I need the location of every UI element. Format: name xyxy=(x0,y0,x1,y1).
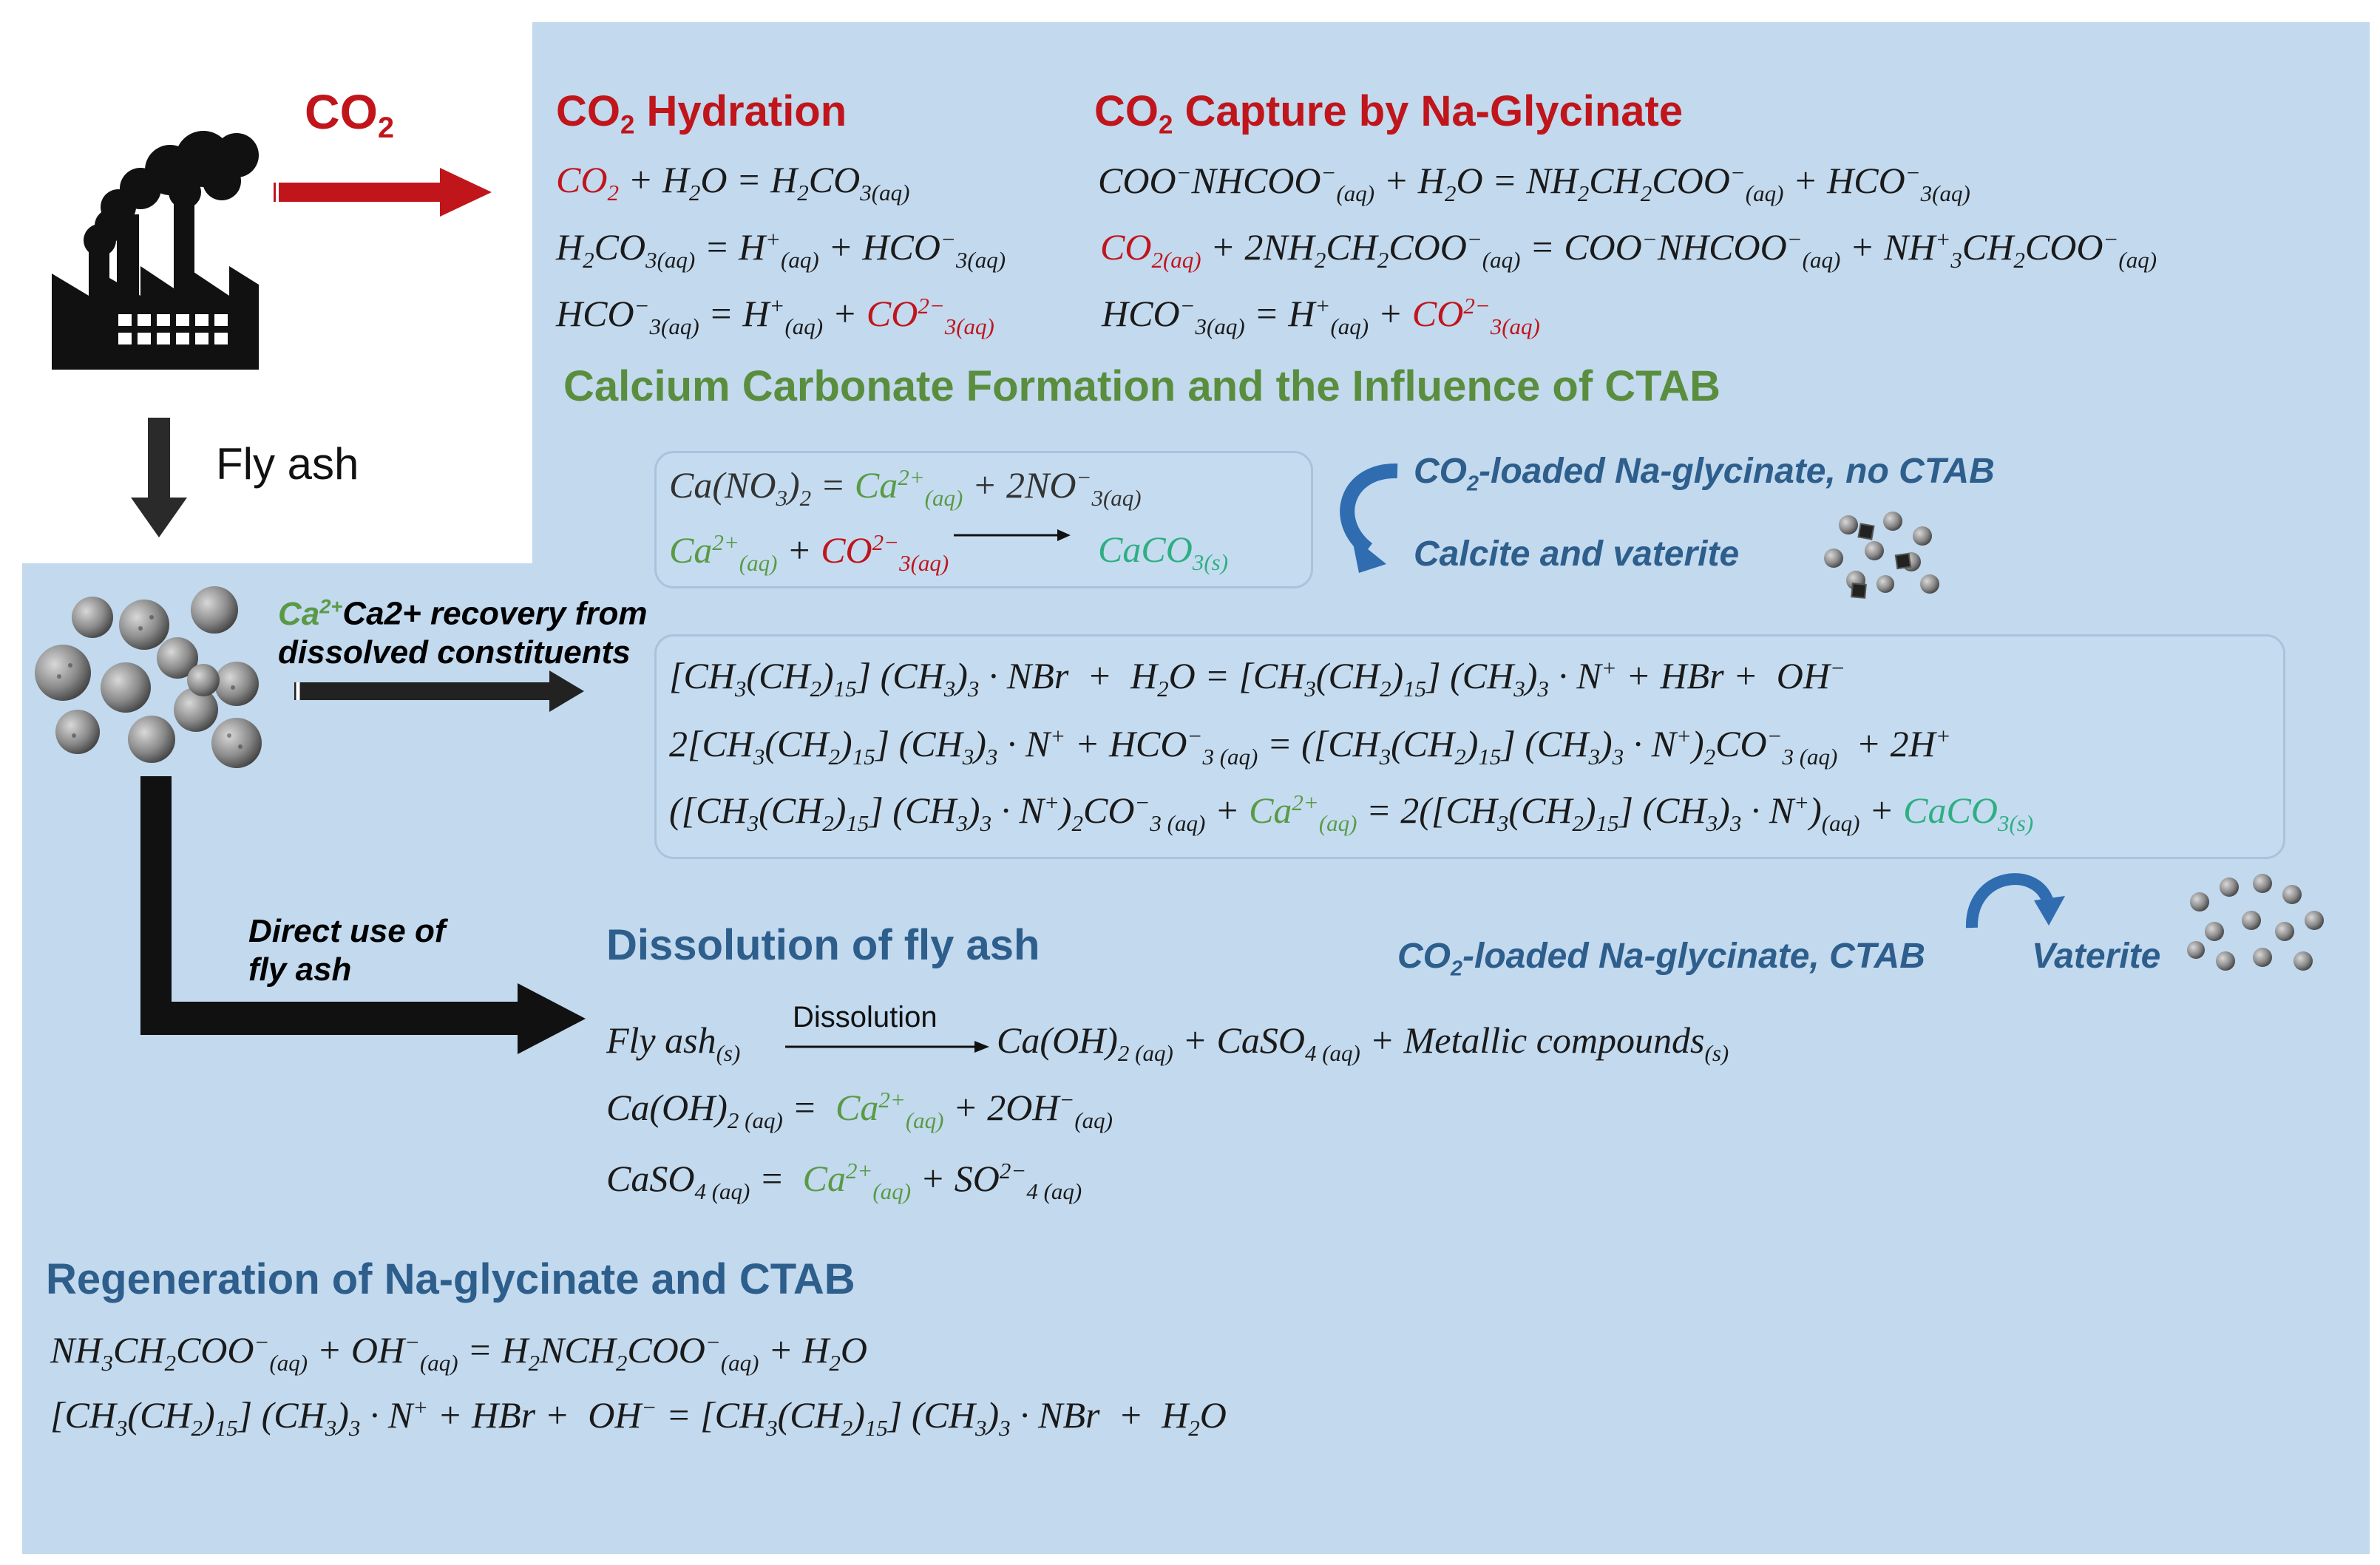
eq-dissolution-1-left: Fly ash(s) xyxy=(606,1019,741,1066)
eq-capture-1: COO−NHCOO−(aq) + H2O = NH2CH2COO−(aq) + … xyxy=(1098,160,1970,206)
eq-ctab-2: 2[CH3(CH2)15] (CH3)3 · N+ + HCO−3 (aq) =… xyxy=(669,723,1951,770)
recovery-label: Ca2+Ca2+ recovery from dissolved constit… xyxy=(278,594,648,671)
eq-capture-2: CO2(aq) + 2NH2CH2COO−(aq) = COO−NHCOO−(a… xyxy=(1100,226,2157,273)
direct-use-arrow xyxy=(140,776,586,1054)
source-co2-label: CO2 xyxy=(305,84,395,144)
heading-co2-capture: CO2 Capture by Na-Glycinate xyxy=(1094,87,1684,140)
ctab-box xyxy=(654,634,2285,859)
heading-calcium-carbonate: Calcium Carbonate Formation and the Infl… xyxy=(563,362,1721,410)
reaction-arrow xyxy=(954,529,1071,541)
eq-hydration-3: HCO−3(aq) = H+(aq) + CO2−3(aq) xyxy=(556,293,994,339)
eq-regeneration-2: [CH3(CH2)15] (CH3)3 · N+ + HBr + OH− = [… xyxy=(50,1394,1227,1441)
calcite-vaterite-crystals-icon xyxy=(1824,512,1939,599)
background-panel-lower xyxy=(22,563,540,1554)
eq-ctab-3: ([CH3(CH2)15] (CH3)3 · N+)2CO−3 (aq) + C… xyxy=(669,790,2034,836)
heading-regeneration: Regeneration of Na-glycinate and CTAB xyxy=(46,1255,855,1303)
fly-ash-particles-icon xyxy=(35,586,262,768)
fly-ash-label: Fly ash xyxy=(216,439,359,489)
eq-calcium-product: CaCO3(s) xyxy=(1098,529,1229,575)
no-ctab-result: Calcite and vaterite xyxy=(1414,534,1740,574)
eq-calcium-2: Ca2+(aq) + CO2−3(aq) xyxy=(669,529,949,576)
heading-co2-hydration: CO2 Hydration xyxy=(556,87,847,140)
eq-ctab-1: [CH3(CH2)15] (CH3)3 · NBr + H2O = [CH3(C… xyxy=(669,655,1845,702)
recovery-arrow xyxy=(294,671,584,712)
calcium-nitrate-box xyxy=(654,451,1313,588)
dissolution-arrow-label: Dissolution xyxy=(793,1001,938,1033)
eq-dissolution-3: CaSO4 (aq) = Ca2+(aq) + SO2−4 (aq) xyxy=(606,1158,1082,1204)
dissolution-arrow xyxy=(785,1041,989,1053)
eq-dissolution-1-right: Ca(OH)2 (aq) + CaSO4 (aq) + Metallic com… xyxy=(997,1019,1729,1066)
heading-dissolution: Dissolution of fly ash xyxy=(606,921,1040,969)
curved-arrow-no-ctab xyxy=(1340,463,1398,573)
eq-hydration-1: CO2 + H2O = H2CO3(aq) xyxy=(556,159,910,206)
no-ctab-condition: CO2-loaded Na-glycinate, no CTAB xyxy=(1414,452,1995,496)
fly-ash-down-arrow xyxy=(131,418,187,537)
co2-arrow xyxy=(274,168,492,217)
eq-dissolution-2: Ca(OH)2 (aq) = Ca2+(aq) + 2OH−(aq) xyxy=(606,1087,1113,1133)
vaterite-particles-icon xyxy=(2187,874,2324,971)
curved-arrow-ctab xyxy=(1965,873,2065,929)
eq-capture-3: HCO−3(aq) = H+(aq) + CO2−3(aq) xyxy=(1102,293,1540,339)
eq-hydration-2: H2CO3(aq) = H+(aq) + HCO−3(aq) xyxy=(556,226,1006,273)
factory-icon xyxy=(52,131,259,370)
eq-regeneration-1: NH3CH2COO−(aq) + OH−(aq) = H2NCH2COO−(aq… xyxy=(50,1329,867,1376)
ctab-condition: CO2-loaded Na-glycinate, CTAB xyxy=(1397,937,1925,981)
eq-calcium-1: Ca(NO3)2 = Ca2+(aq) + 2NO−3(aq) xyxy=(669,464,1142,511)
ctab-result: Vaterite xyxy=(2032,937,2161,976)
